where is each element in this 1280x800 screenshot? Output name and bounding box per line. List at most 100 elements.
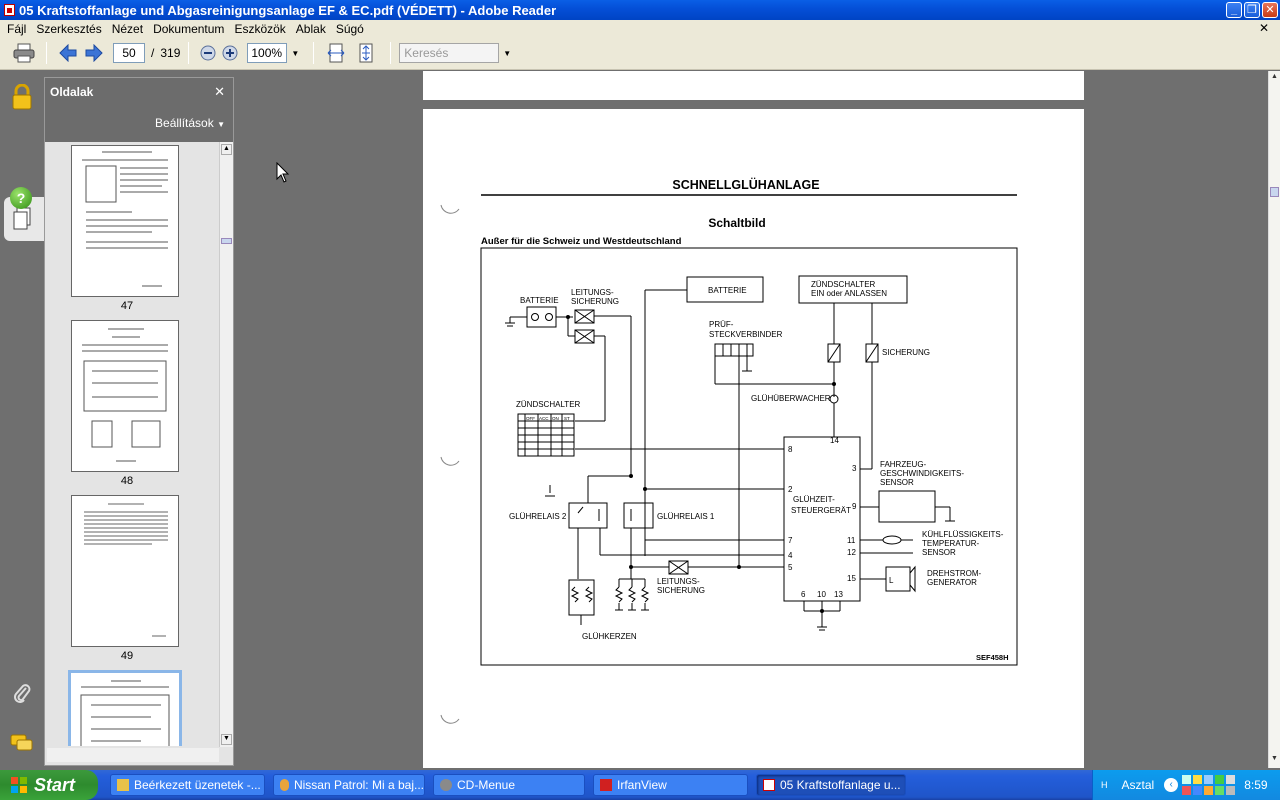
menu-edit[interactable]: Szerkesztés: [36, 21, 102, 36]
task-label: CD-Menue: [457, 778, 516, 792]
scroll-down-icon[interactable]: ▼: [221, 734, 232, 745]
tray-icon[interactable]: [1215, 775, 1225, 784]
taskbar-item[interactable]: Nissan Patrol: Mi a baj...: [273, 774, 425, 796]
pin-label: 8: [788, 445, 793, 454]
start-button[interactable]: Start: [0, 770, 98, 800]
restore-button[interactable]: ❐: [1244, 2, 1260, 18]
taskbar: Start Beérkezett üzenetek -... Nissan Pa…: [0, 770, 1280, 800]
pin-label: 11: [847, 536, 856, 545]
thumbnail-hscrollbar[interactable]: [47, 748, 219, 762]
language-indicator-icon[interactable]: H: [1101, 780, 1108, 790]
next-page-icon[interactable]: [81, 41, 107, 65]
tray-icon[interactable]: [1226, 775, 1236, 784]
taskbar-item[interactable]: Beérkezett üzenetek -...: [110, 774, 265, 796]
label: BATTERIE: [708, 286, 747, 295]
panel-close-icon[interactable]: ✕: [214, 84, 225, 99]
scroll-up-icon[interactable]: ▲: [1271, 73, 1278, 80]
zoom-dropdown-icon[interactable]: ▼: [291, 48, 300, 58]
task-label: 05 Kraftstoffanlage u...: [780, 778, 901, 792]
toolbar: 50 / 319 100% ▼ Keresés ▼: [0, 37, 1280, 70]
pin-label: 10: [817, 590, 826, 599]
print-icon[interactable]: [10, 41, 38, 65]
taskbar-item[interactable]: CD-Menue: [433, 774, 585, 796]
menu-file[interactable]: Fájl: [7, 21, 27, 36]
table-header: ON: [552, 416, 559, 421]
browser-icon: [280, 779, 289, 791]
security-lock-icon[interactable]: [6, 81, 38, 113]
label: BATTERIE: [520, 296, 559, 305]
label: SICHERUNG: [882, 348, 930, 357]
taskbar-item[interactable]: IrfanView: [593, 774, 748, 796]
menu-tools[interactable]: Eszközök: [234, 21, 286, 36]
label: ZÜNDSCHALTER: [811, 280, 876, 289]
comments-icon[interactable]: [6, 727, 38, 759]
page-thumbnail[interactable]: [71, 145, 179, 297]
scroll-thumb[interactable]: [221, 238, 232, 244]
irfanview-icon: [600, 779, 612, 791]
table-header: ST: [564, 416, 570, 421]
tray-icon[interactable]: [1204, 775, 1214, 784]
pages-icon[interactable]: [6, 203, 38, 235]
document-close-icon[interactable]: ✕: [1258, 21, 1269, 35]
page-thumbnail-selected[interactable]: [68, 670, 182, 746]
panel-options[interactable]: Beállítások ▼: [45, 106, 233, 142]
task-label: Beérkezett üzenetek -...: [134, 778, 261, 792]
doc-subheading: Schaltbild: [708, 216, 765, 230]
tray-icon[interactable]: [1215, 786, 1225, 795]
tray-icon[interactable]: [1193, 775, 1203, 784]
menu-window[interactable]: Ablak: [295, 21, 326, 36]
tray-icon[interactable]: [1182, 775, 1192, 784]
label: LEITUNGS-: [657, 577, 700, 586]
clock[interactable]: 8:59: [1244, 778, 1268, 792]
menu-view[interactable]: Nézet: [111, 21, 144, 36]
schematic: SCHNELLGLÜHANLAGE Schaltbild Außer für d…: [440, 177, 1018, 724]
label: GLÜHKERZEN: [582, 632, 637, 641]
tray-expand-icon[interactable]: ‹: [1164, 778, 1179, 792]
pdf-icon: [763, 779, 775, 791]
cd-icon: [440, 779, 452, 791]
zoom-level-input[interactable]: 100%: [247, 43, 288, 63]
page-thumbnail[interactable]: [71, 320, 179, 472]
window-title: 05 Kraftstoffanlage und Abgasreinigungsa…: [19, 2, 557, 18]
figure-id: SEF458H: [976, 653, 1009, 662]
tray-icon[interactable]: [1193, 786, 1203, 795]
scroll-thumb[interactable]: [1270, 187, 1279, 197]
close-button[interactable]: ✕: [1262, 2, 1278, 18]
label: SICHERUNG: [657, 586, 705, 595]
attachments-paperclip-icon[interactable]: [6, 677, 38, 709]
table-header: OFF: [526, 416, 535, 421]
document-view[interactable]: SCHNELLGLÜHANLAGE Schaltbild Außer für d…: [238, 71, 1268, 768]
label: ZÜNDSCHALTER: [516, 400, 581, 409]
toolbar-separator: [188, 42, 190, 64]
zoom-out-icon[interactable]: [197, 41, 219, 65]
title-bar: 05 Kraftstoffanlage und Abgasreinigungsa…: [0, 0, 1280, 20]
zoom-in-icon[interactable]: [219, 41, 241, 65]
start-label: Start: [34, 774, 76, 795]
scroll-up-icon[interactable]: ▲: [221, 144, 232, 155]
help-round-icon[interactable]: ?: [10, 187, 32, 209]
tray-icon[interactable]: [1226, 786, 1236, 795]
search-input[interactable]: Keresés: [399, 43, 500, 63]
fit-page-icon[interactable]: [350, 41, 382, 65]
tray-icon[interactable]: [1204, 786, 1214, 795]
scroll-down-icon[interactable]: ▼: [1271, 755, 1278, 762]
label: STEUERGERÄT: [791, 506, 851, 515]
menu-help[interactable]: Súgó: [335, 21, 364, 36]
previous-page-icon[interactable]: [55, 41, 81, 65]
document-scrollbar[interactable]: ▲ ▼: [1268, 71, 1280, 768]
menu-bar: Fájl Szerkesztés Nézet Dokumentum Eszköz…: [0, 20, 1280, 37]
desktop-toolbar-label[interactable]: Asztal: [1121, 778, 1155, 792]
minimize-button[interactable]: _: [1226, 2, 1242, 18]
thumbnail-scrollbar[interactable]: ▲ ▼: [219, 142, 233, 747]
tray-icon[interactable]: [1182, 786, 1192, 795]
menu-document[interactable]: Dokumentum: [153, 21, 225, 36]
label: TEMPERATUR-: [922, 539, 980, 548]
previous-page: [423, 71, 1084, 100]
taskbar-item-active[interactable]: 05 Kraftstoffanlage u...: [756, 774, 906, 796]
label: GLÜHZEIT-: [793, 495, 835, 504]
page-thumbnail[interactable]: [71, 495, 179, 647]
page-number-input[interactable]: 50: [113, 43, 145, 63]
fit-width-icon[interactable]: [322, 41, 350, 65]
search-dropdown-icon[interactable]: ▼: [503, 48, 512, 58]
generator-symbol: L: [889, 576, 894, 585]
